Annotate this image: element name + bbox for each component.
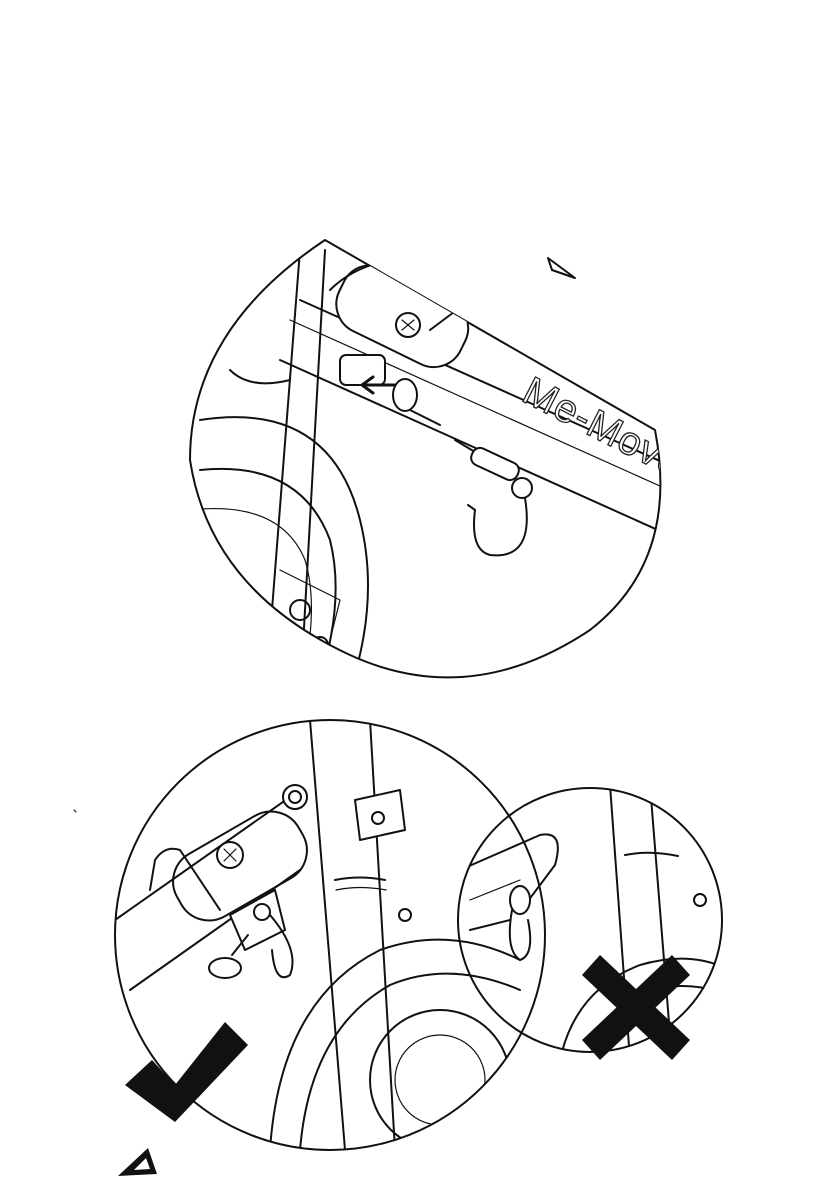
check-mark-icon: [125, 1022, 248, 1122]
me-move-logo-icon: [118, 1148, 157, 1176]
correct-detail-illustration: [115, 720, 545, 1150]
incorrect-detail-illustration: [458, 785, 730, 1060]
quick-release-pin: [468, 445, 532, 555]
brand-lettering: Me-Move: [516, 369, 691, 487]
top-detail-illustration: Me-Move: [190, 240, 691, 700]
